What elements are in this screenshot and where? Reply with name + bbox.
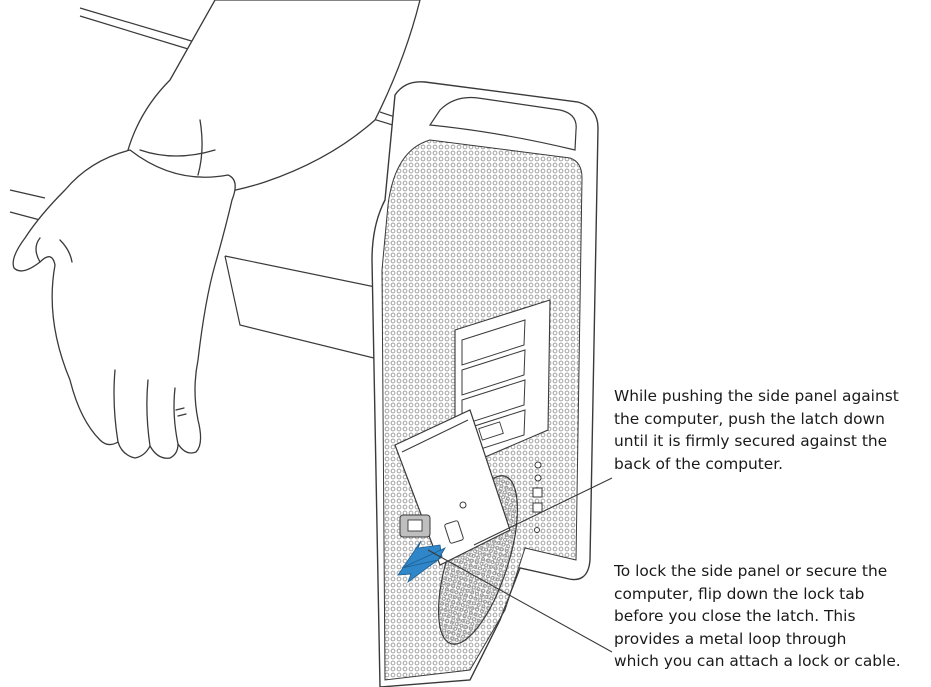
hand	[12, 0, 421, 459]
lock-tab-icon	[399, 501, 467, 544]
callout-lock: To lock the side panel or secure the com…	[614, 562, 901, 671]
leader-lines	[427, 477, 613, 653]
leader-line-latch	[473, 477, 613, 546]
mac-pro-tower	[371, 81, 599, 687]
leader-line-lock	[427, 549, 613, 653]
callout-latch: While pushing the side panel against the…	[614, 387, 899, 473]
